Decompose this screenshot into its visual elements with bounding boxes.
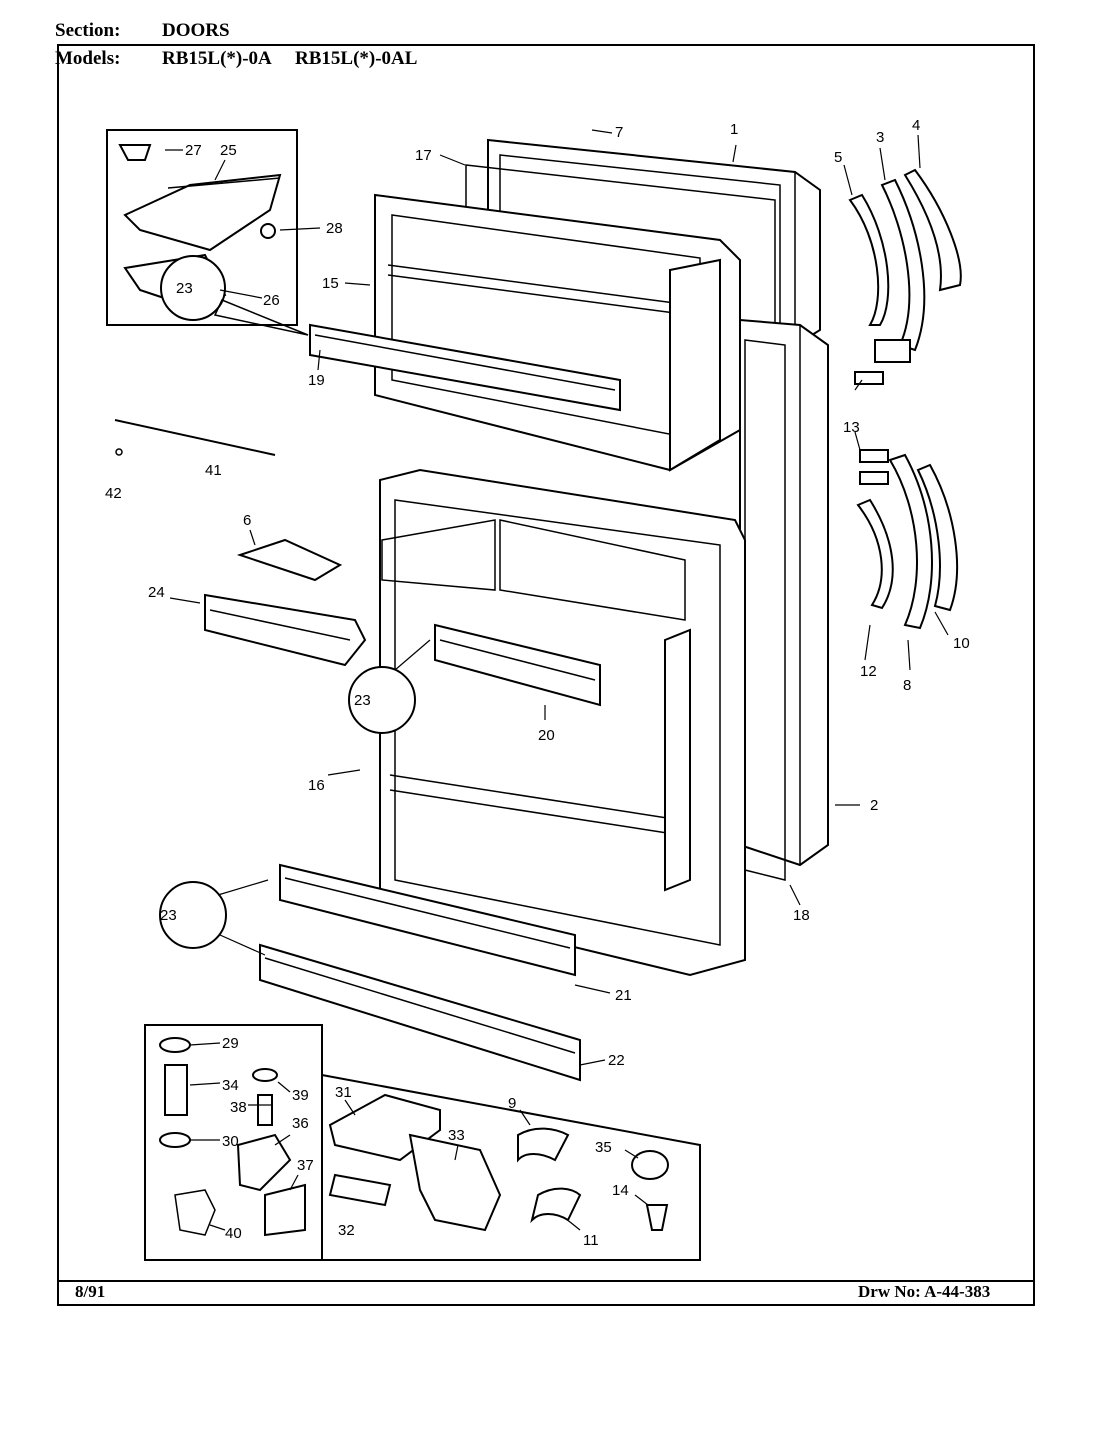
washer-39 <box>252 1068 278 1082</box>
trim-strip-21 <box>279 863 576 977</box>
callout-32: 32 <box>338 1222 355 1239</box>
callout-25: 25 <box>220 142 237 159</box>
door-shelf-20 <box>434 623 601 707</box>
handle-lower <box>856 449 959 630</box>
callout-20: 20 <box>538 727 555 744</box>
callout-22: 22 <box>608 1052 625 1069</box>
detail-circle-23-c <box>159 881 227 949</box>
callout-27: 27 <box>185 142 202 159</box>
washer-30 <box>159 1132 191 1148</box>
bracket-36 <box>236 1133 292 1192</box>
callout-40: 40 <box>225 1225 242 1242</box>
callout-34: 34 <box>222 1077 239 1094</box>
callout-24: 24 <box>148 584 165 601</box>
leader-lines <box>165 129 949 1231</box>
footer-separator <box>57 1280 1035 1282</box>
callout-21: 21 <box>615 987 632 1004</box>
callout-23-c: 23 <box>160 907 177 924</box>
callout-7: 7 <box>615 124 623 141</box>
freezer-liner <box>374 193 741 472</box>
clip-9 <box>517 1127 570 1163</box>
plug-35 <box>631 1150 669 1180</box>
detail-pointer-23-a <box>213 299 309 336</box>
callout-11: 11 <box>583 1232 599 1249</box>
detail-circle-23-b <box>348 666 416 734</box>
callout-23-a: 23 <box>176 280 193 297</box>
callout-26: 26 <box>263 292 280 309</box>
screw-27 <box>118 144 152 161</box>
callout-6: 6 <box>243 512 251 529</box>
trim-strip-19 <box>309 323 621 412</box>
hinge-25 <box>123 173 282 252</box>
section-value: DOORS <box>162 20 230 41</box>
fresh-food-liner <box>379 468 746 977</box>
fresh-food-door-panel <box>739 318 829 867</box>
callout-9: 9 <box>508 1095 516 1112</box>
callout-19: 19 <box>308 372 325 389</box>
callout-35: 35 <box>595 1139 612 1156</box>
callout-39: 39 <box>292 1087 309 1104</box>
bolt-38 <box>257 1094 273 1126</box>
dairy-door-6 <box>236 538 343 582</box>
handle-upper <box>848 168 962 385</box>
callout-18: 18 <box>793 907 810 924</box>
callout-36: 36 <box>292 1115 309 1132</box>
callout-3: 3 <box>876 129 884 146</box>
washer-28 <box>260 223 276 239</box>
callout-30: 30 <box>222 1133 239 1150</box>
callout-41: 41 <box>205 462 222 479</box>
callout-28: 28 <box>326 220 343 237</box>
callout-5: 5 <box>834 149 842 166</box>
section-label: Section: <box>55 20 121 41</box>
washer-29 <box>159 1037 191 1053</box>
callout-42: 42 <box>105 485 122 502</box>
callout-8: 8 <box>903 677 911 694</box>
callout-37: 37 <box>297 1157 314 1174</box>
callout-4: 4 <box>912 117 920 134</box>
rod-41 <box>114 419 276 456</box>
trim-strip-22 <box>259 943 581 1082</box>
model-1: RB15L(*)-0A <box>162 48 272 69</box>
callout-17: 17 <box>415 147 432 164</box>
callout-16: 16 <box>308 777 325 794</box>
callout-23-b: 23 <box>354 692 371 709</box>
bracket-37 <box>264 1183 306 1237</box>
callout-13: 13 <box>843 419 860 436</box>
callout-33: 33 <box>448 1127 465 1144</box>
screw-14 <box>645 1204 669 1231</box>
drawing-number: Drw No: A-44-383 <box>858 1282 991 1301</box>
bracket-33 <box>408 1133 502 1232</box>
callout-1: 1 <box>730 121 738 138</box>
screw-42 <box>115 448 123 456</box>
drawing-frame <box>57 44 1035 1306</box>
footer-date: 8/91 <box>75 1282 106 1301</box>
template-40 <box>174 1189 216 1236</box>
callout-14: 14 <box>612 1182 629 1199</box>
model-2: RB15L(*)-0AL <box>295 48 418 69</box>
callout-12: 12 <box>860 663 877 680</box>
detail-circle-23-a <box>160 255 226 321</box>
callout-10: 10 <box>953 635 970 652</box>
plate-32 <box>328 1173 392 1207</box>
models-label: Models: <box>55 48 121 69</box>
callout-2: 2 <box>870 797 878 814</box>
callout-29: 29 <box>222 1035 239 1052</box>
callout-38: 38 <box>230 1099 247 1116</box>
callout-15: 15 <box>322 275 339 292</box>
dairy-compartment-24 <box>204 593 367 667</box>
pin-34 <box>164 1064 188 1116</box>
callout-31: 31 <box>335 1084 352 1101</box>
